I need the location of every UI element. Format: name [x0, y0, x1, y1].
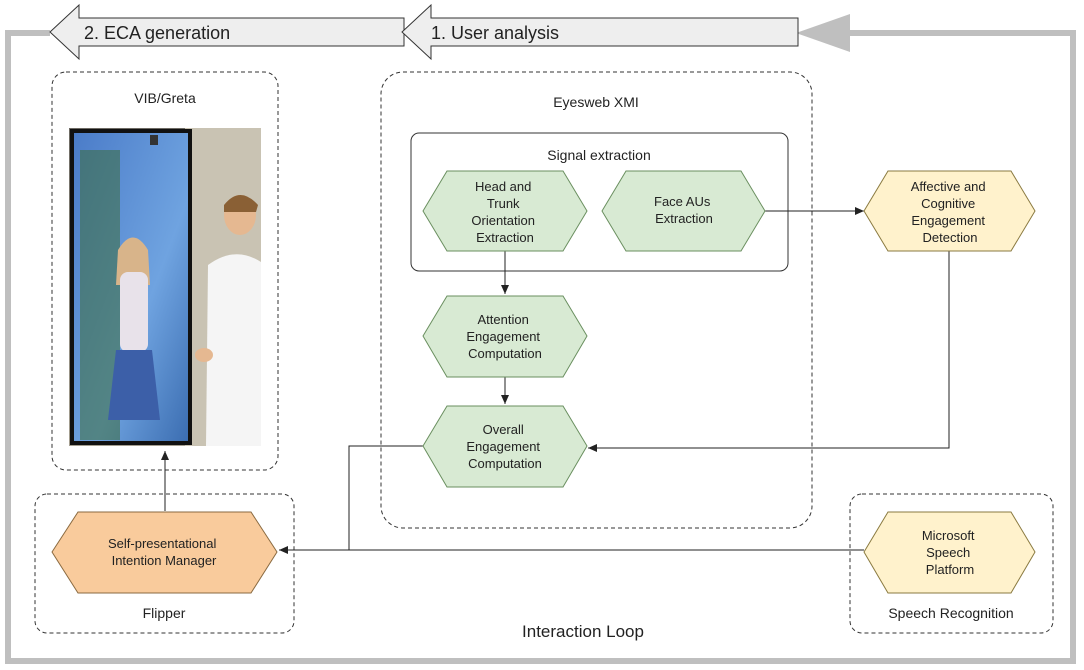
signal-extraction-group: Signal extraction — [410, 132, 789, 272]
signal-extraction-label: Signal extraction — [547, 147, 651, 163]
node-attention: Attention Engagement Computation — [422, 295, 588, 378]
node-overall: Overall Engagement Computation — [422, 405, 588, 488]
edge-affective-to-overall — [588, 251, 950, 452]
eca-generation-label: 2. ECA generation — [84, 23, 230, 43]
attention-label: Attention Engagement Computation — [466, 312, 543, 361]
edge-overall-to-manager — [348, 445, 423, 550]
node-face-aus: Face AUs Extraction — [601, 170, 766, 252]
face-aus-label: Face AUs Extraction — [654, 194, 714, 226]
node-head-trunk: Head and Trunk Orientation Extraction — [422, 170, 588, 252]
head-trunk-label: Head and Trunk Orientation Extraction — [471, 179, 538, 245]
loop-arrowhead — [796, 14, 850, 52]
vib-greta-label: VIB/Greta — [134, 90, 196, 106]
node-ms-speech: Microsoft Speech Platform — [863, 511, 1036, 594]
flipper-group: Flipper — [34, 493, 295, 634]
eyesweb-group: Eyesweb XMI — [380, 71, 813, 529]
flipper-label: Flipper — [143, 605, 186, 621]
node-self-presentational: Self-presentational Intention Manager — [51, 511, 278, 594]
connectors — [161, 207, 950, 554]
affective-label: Affective and Cognitive Engagement Detec… — [911, 179, 990, 245]
interaction-loop-label: Interaction Loop — [522, 622, 644, 641]
self-presentational-label: Self-presentational Intention Manager — [108, 536, 220, 568]
person-with-virtual-agent-photo — [69, 128, 261, 446]
interaction-loop — [5, 14, 1076, 664]
speech-recognition-label: Speech Recognition — [888, 605, 1013, 621]
eyesweb-label: Eyesweb XMI — [553, 94, 639, 110]
user-analysis-label: 1. User analysis — [431, 23, 559, 43]
ms-speech-label: Microsoft Speech Platform — [922, 528, 978, 577]
user-analysis-arrow: 1. User analysis — [401, 3, 799, 61]
overall-label: Overall Engagement Computation — [466, 422, 543, 471]
speech-recognition-group: Speech Recognition — [849, 493, 1054, 634]
node-affective: Affective and Cognitive Engagement Detec… — [863, 170, 1036, 252]
eca-generation-arrow: 2. ECA generation — [49, 3, 405, 61]
